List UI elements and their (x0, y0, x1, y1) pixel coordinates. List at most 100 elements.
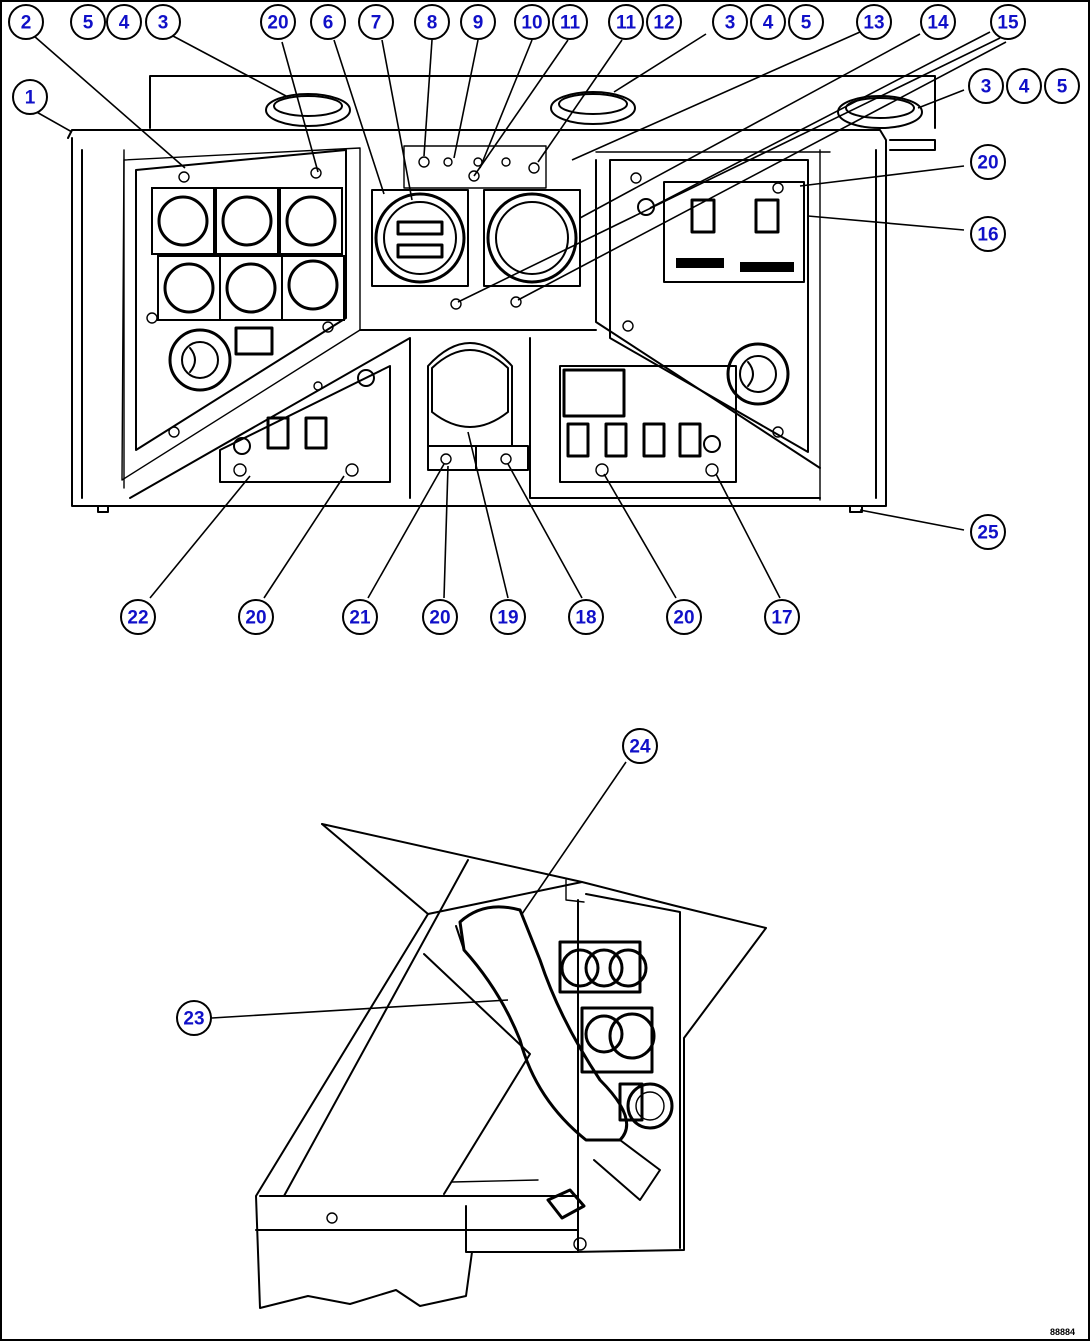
callout-label: 24 (629, 737, 651, 758)
callout-label: 19 (497, 608, 518, 629)
callout-circle (12, 79, 48, 115)
callout-label: 18 (575, 608, 596, 629)
callout-circle (1006, 68, 1042, 104)
callout-label: 14 (927, 13, 949, 34)
callout-label: 1 (25, 88, 36, 109)
callout-label: 11 (560, 13, 581, 34)
callout-circle (414, 4, 450, 40)
callout-13: 13 (856, 4, 892, 40)
callout-label: 8 (427, 13, 438, 34)
callout-label: 2 (21, 13, 32, 34)
callout-label: 6 (323, 13, 334, 34)
callout-circle (260, 4, 296, 40)
callout-circle (460, 4, 496, 40)
callout-label: 15 (997, 13, 1019, 34)
callout-circle (646, 4, 682, 40)
callout-label: 20 (977, 153, 998, 174)
callout-12: 12 (646, 4, 682, 40)
callout-circle (1044, 68, 1080, 104)
callout-16: 16 (970, 216, 1006, 252)
control-panel-side-view (255, 823, 767, 1309)
callout-circle (238, 599, 274, 635)
callout-label: 21 (349, 608, 371, 629)
callout-circle (120, 599, 156, 635)
callout-4: 4 (1006, 68, 1042, 104)
callout-label: 3 (725, 13, 736, 34)
callout-circle (920, 4, 956, 40)
callout-circle (70, 4, 106, 40)
callout-label: 20 (429, 608, 450, 629)
callout-4: 4 (106, 4, 142, 40)
callout-label: 17 (771, 608, 792, 629)
callout-5: 5 (70, 4, 106, 40)
callout-22: 22 (120, 599, 156, 635)
callout-label: 7 (371, 13, 382, 34)
callout-label: 4 (119, 13, 130, 34)
callout-11: 11 (608, 4, 644, 40)
callout-label: 11 (616, 13, 637, 34)
callout-10: 10 (514, 4, 550, 40)
callout-1: 1 (12, 79, 48, 115)
figure-reference-code: 88884 (1050, 1327, 1075, 1337)
callout-circle (968, 68, 1004, 104)
callout-14: 14 (920, 4, 956, 40)
callout-circle (514, 4, 550, 40)
callout-circle (342, 599, 378, 635)
callout-circle (310, 4, 346, 40)
callout-circle (358, 4, 394, 40)
callout-label: 25 (977, 523, 999, 544)
callout-label: 5 (801, 13, 812, 34)
callout-24: 24 (622, 728, 658, 764)
callout-circle (422, 599, 458, 635)
callout-label: 10 (521, 13, 542, 34)
callout-label: 9 (473, 13, 484, 34)
callout-label: 20 (267, 13, 288, 34)
callout-label: 20 (245, 608, 266, 629)
callout-2: 2 (8, 4, 44, 40)
callout-label: 20 (673, 608, 694, 629)
callout-19: 19 (490, 599, 526, 635)
callout-circle (490, 599, 526, 635)
callout-circle (106, 4, 142, 40)
callout-23: 23 (176, 1000, 212, 1036)
callout-label: 5 (1057, 77, 1068, 98)
callout-20: 20 (260, 4, 296, 40)
callout-label: 16 (977, 225, 998, 246)
callout-label: 4 (1019, 77, 1030, 98)
callout-circle (552, 4, 588, 40)
leader-lines (32, 31, 1007, 1019)
callout-label: 3 (158, 13, 169, 34)
callout-20: 20 (422, 599, 458, 635)
callout-circle (788, 4, 824, 40)
callout-circle (176, 1000, 212, 1036)
callout-8: 8 (414, 4, 450, 40)
callout-11: 11 (552, 4, 588, 40)
callout-circle (990, 4, 1026, 40)
callout-circle (8, 4, 44, 40)
callout-label: 3 (981, 77, 992, 98)
callout-6: 6 (310, 4, 346, 40)
callout-label: 5 (83, 13, 94, 34)
callout-3: 3 (145, 4, 181, 40)
callout-label: 13 (863, 13, 884, 34)
callout-7: 7 (358, 4, 394, 40)
callout-circle (970, 514, 1006, 550)
callout-25: 25 (970, 514, 1006, 550)
callout-label: 12 (653, 13, 674, 34)
callout-label: 22 (127, 608, 148, 629)
callout-circle (970, 216, 1006, 252)
callout-4: 4 (750, 4, 786, 40)
callout-5: 5 (788, 4, 824, 40)
callout-circle (970, 144, 1006, 180)
callout-circle (764, 599, 800, 635)
callout-label: 23 (183, 1009, 204, 1030)
callout-18: 18 (568, 599, 604, 635)
callout-circle (856, 4, 892, 40)
control-panel-front-view (67, 75, 936, 513)
callout-9: 9 (460, 4, 496, 40)
callout-circle (568, 599, 604, 635)
callout-5: 5 (1044, 68, 1080, 104)
callout-circle (712, 4, 748, 40)
